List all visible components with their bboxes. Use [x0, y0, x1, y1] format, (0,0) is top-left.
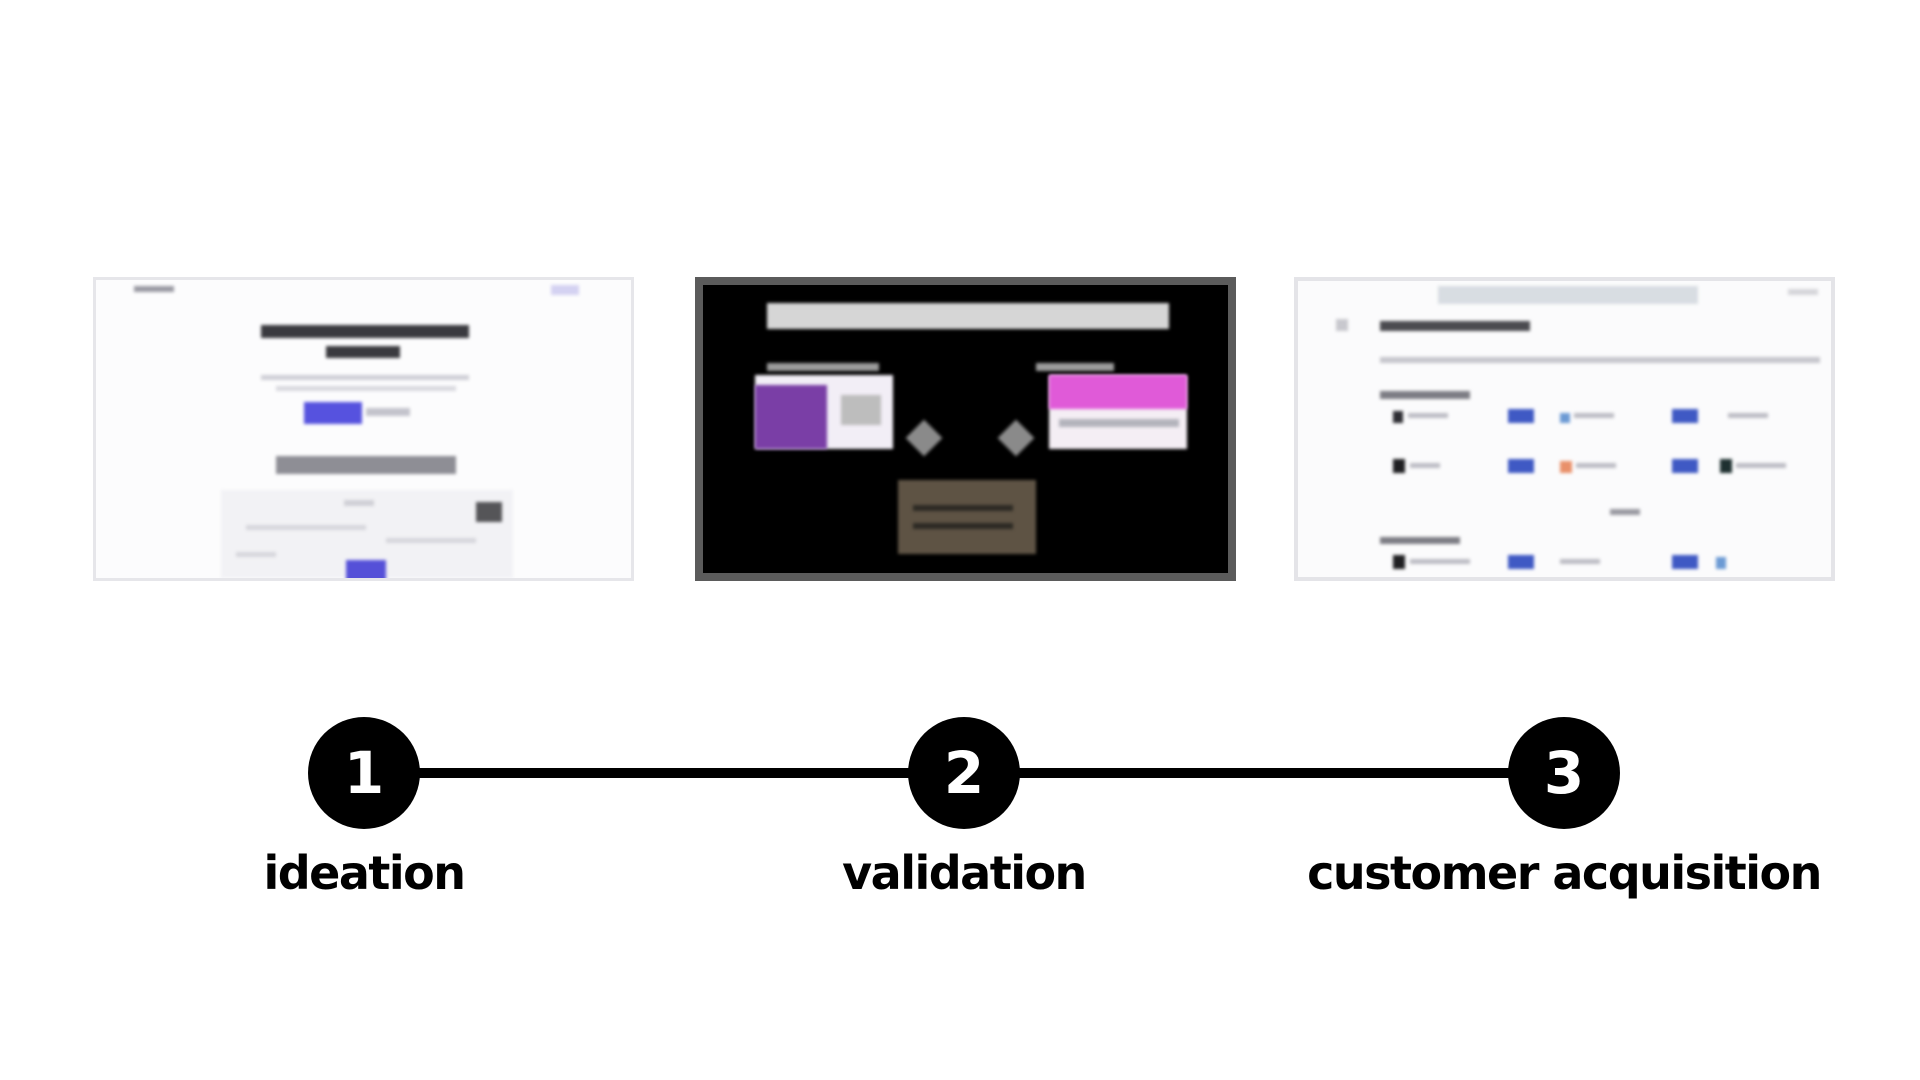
step-1-number: 1 [343, 739, 385, 807]
step-1-label: ideation [263, 846, 466, 900]
step-3-marker: 3 [1508, 717, 1620, 829]
step-1-marker: 1 [308, 717, 420, 829]
validation-screenshot [695, 277, 1236, 581]
step-2-number: 2 [943, 739, 985, 807]
step-3-number: 3 [1543, 739, 1585, 807]
step-2-label: validation [842, 846, 1087, 900]
step-3-label: customer acquisition [1307, 846, 1822, 900]
step-2-marker: 2 [908, 717, 1020, 829]
customer-acquisition-screenshot [1294, 277, 1835, 581]
ideation-screenshot [93, 277, 634, 581]
